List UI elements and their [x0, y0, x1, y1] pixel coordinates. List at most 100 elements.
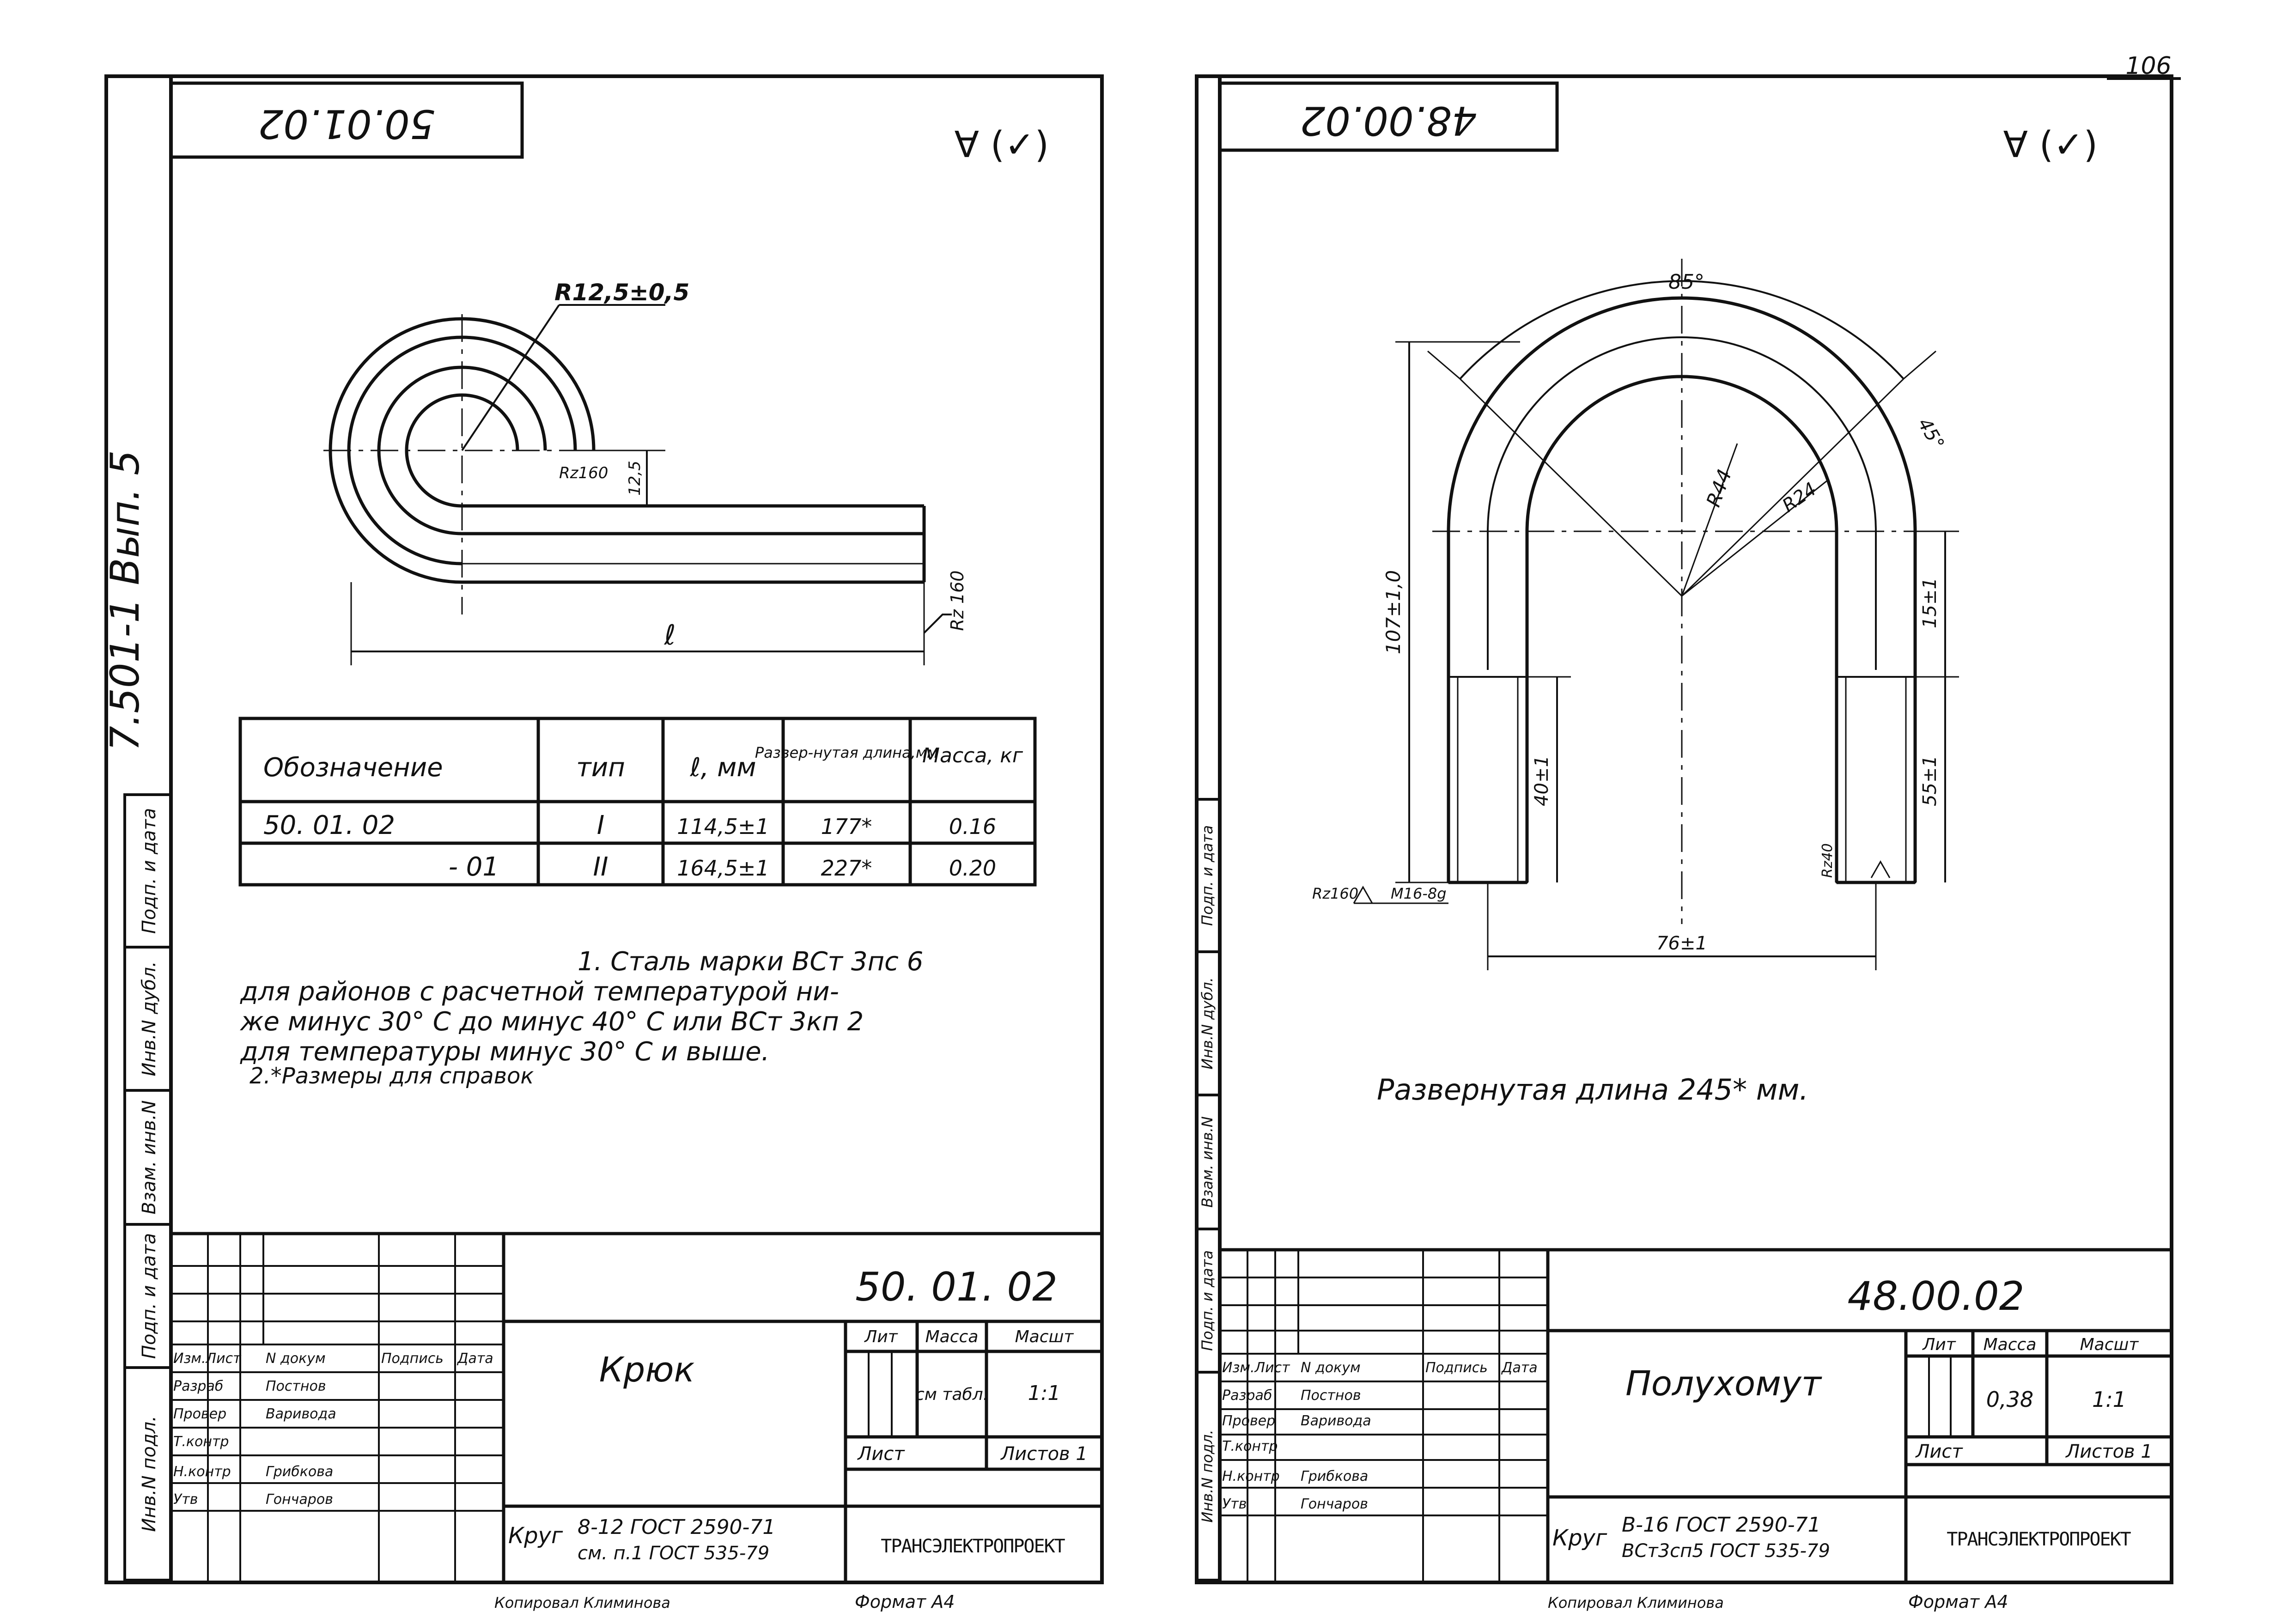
left-tb-name-0: Постнов: [266, 1378, 326, 1394]
right-top-code: 48.00.02: [1300, 97, 1477, 144]
right-side-col-1: Подп. и дата: [1199, 1250, 1216, 1351]
table-row1-type: I: [597, 810, 605, 840]
left-tb-copied: Копировал Климинова: [494, 1594, 670, 1612]
right-sheet: 48.00.02 ∀ (✓) 106: [1195, 52, 2181, 1612]
left-tb-org: ТРАНСЭЛЕКТРОПРОЕКТ: [881, 1536, 1065, 1557]
hook-table: [238, 717, 1037, 887]
right-tb-name: Полухомут: [1625, 1364, 1822, 1404]
side-col-3: Инв.N дубл.: [139, 961, 160, 1076]
right-tb-copied: Копировал Климинова: [1548, 1594, 1724, 1612]
left-tb-code: 50. 01. 02: [855, 1264, 1058, 1310]
clamp-r44: R44: [1702, 466, 1736, 510]
right-roughness-symbol: ∀ (✓): [2003, 124, 2098, 166]
right-tb-role-4: Разраб: [1222, 1387, 1272, 1404]
right-tb-role-3: Дата: [1501, 1360, 1538, 1376]
right-tb-sheet-label: Лист: [1915, 1441, 1963, 1462]
right-side-col-3: Инв.N дубл.: [1199, 977, 1216, 1069]
note-line-5: 2.*Размеры для справок: [249, 1063, 534, 1089]
table-row2-mass: 0.20: [949, 856, 996, 881]
right-tb-name-1: Варивода: [1301, 1413, 1371, 1429]
left-tb-role-6: Т.контр: [173, 1434, 229, 1450]
left-tb-role-5: Провер: [173, 1406, 226, 1422]
right-tb-scale-value: 1:1: [2092, 1387, 2126, 1412]
left-tb-material-prefix: Круг: [508, 1523, 563, 1549]
side-col-4: Подп. и дата: [139, 808, 160, 934]
right-tb-name-0: Постнов: [1301, 1387, 1361, 1404]
hook-thickness-label: 12,5: [626, 461, 644, 496]
clamp-upper-right: 15±1: [1919, 578, 1941, 628]
clamp-drawing: [1353, 259, 1959, 970]
note-line-1: 1. Сталь марки ВСт 3пс 6: [578, 947, 923, 977]
clamp-angle-top: 85°: [1668, 270, 1704, 294]
table-row1-designation: 50. 01. 02: [263, 810, 395, 840]
hook-drawing: [323, 304, 952, 665]
left-tb-name-1: Варивода: [266, 1406, 336, 1422]
left-tb-material-1: 8-12 ГОСТ 2590-71: [578, 1515, 775, 1539]
left-tb-name-2: Грибкова: [266, 1464, 333, 1480]
hook-rz-end: Rz 160: [947, 571, 967, 631]
right-tb-material-prefix: Круг: [1552, 1525, 1607, 1551]
left-tb-material-2: см. п.1 ГОСТ 535-79: [578, 1543, 769, 1564]
left-tb-sheets-label: Листов 1: [1000, 1443, 1088, 1465]
left-tb-sheet-label: Лист: [857, 1443, 905, 1465]
left-top-code: 50.01.02: [258, 101, 435, 147]
note-line-2: для районов с расчетной температурой ни-: [240, 977, 839, 1007]
right-tb-sheets-label: Листов 1: [2065, 1441, 2153, 1462]
right-tb-role-7: Н.контр: [1222, 1468, 1280, 1484]
right-tb-material-1: В-16 ГОСТ 2590-71: [1622, 1513, 1821, 1537]
left-tb-scale-value: 1:1: [1028, 1381, 1061, 1405]
left-sheet: 50.01.02 ∀ (✓) R12,5±0: [104, 74, 1104, 1612]
hook-length-label: ℓ: [664, 619, 676, 651]
right-tb-role-0: Изм.Лист: [1222, 1360, 1290, 1376]
right-tb-role-6: Т.контр: [1222, 1438, 1278, 1454]
table-row2-length: 164,5±1: [677, 856, 769, 881]
right-tb-mass-value: 0,38: [1986, 1387, 2033, 1412]
table-row2-developed: 227*: [821, 856, 872, 881]
right-tb-org: ТРАНСЭЛЕКТРОПРОЕКТ: [1947, 1529, 2131, 1550]
table-row1-mass: 0.16: [949, 814, 996, 839]
table-row2-designation: - 01: [449, 852, 499, 882]
clamp-rz-right: Rz40: [1819, 843, 1836, 878]
right-margin-stamp: [1195, 798, 1221, 1581]
left-tb-name: Крюк: [599, 1350, 695, 1390]
table-row1-developed: 177*: [821, 814, 872, 839]
right-side-col-4: Подп. и дата: [1199, 825, 1216, 926]
margin-stamp: 7.501-1 Вып. 5 Подп. и дата Инв.N дубл. …: [102, 450, 172, 1581]
right-tb-code: 48.00.02: [1848, 1273, 2025, 1320]
table-row1-length: 114,5±1: [677, 814, 769, 839]
clamp-angle-right: 45°: [1913, 414, 1948, 453]
left-roughness-symbol: ∀ (✓): [955, 124, 1049, 166]
clamp-r24: R24: [1778, 478, 1820, 517]
clamp-thread-left: 40±1: [1531, 755, 1552, 806]
right-side-col-0: Инв.N подл.: [1199, 1429, 1216, 1522]
left-tb-name-3: Гончаров: [266, 1491, 333, 1508]
right-tb-role-1: N докум: [1301, 1360, 1361, 1376]
left-tb-scale-label: Масшт: [1015, 1327, 1074, 1346]
right-tb-lit-label: Лит: [1922, 1335, 1956, 1354]
left-tb-mass-value: см табл.: [915, 1385, 988, 1404]
side-stamp-label: 7.501-1 Вып. 5: [102, 450, 148, 751]
clamp-rz-left: Rz160: [1312, 885, 1358, 902]
right-tb-role-8: Утв: [1222, 1496, 1247, 1512]
clamp-width: 76±1: [1656, 933, 1707, 954]
left-tb-role-7: Н.контр: [173, 1464, 231, 1480]
note-line-4: для температуры минус 30° С и выше.: [240, 1037, 769, 1067]
clamp-developed-length: Развернутая длина 245* мм.: [1377, 1073, 1808, 1107]
side-col-2: Взам. инв.N: [139, 1100, 160, 1214]
right-side-col-2: Взам. инв.N: [1199, 1116, 1216, 1208]
left-tb-lit-label: Лит: [864, 1327, 898, 1346]
right-tb-name-3: Гончаров: [1301, 1496, 1368, 1512]
left-tb-role-3: Дата: [456, 1350, 493, 1367]
right-tb-scale-label: Масшт: [2080, 1335, 2139, 1354]
right-tb-name-2: Грибкова: [1301, 1468, 1368, 1484]
hook-notes: 1. Сталь марки ВСт 3пс 6 для районов с р…: [239, 947, 923, 1089]
left-tb-role-0: Изм.Лист: [173, 1350, 242, 1367]
right-tb-mass-label: Масса: [1984, 1335, 2037, 1354]
hook-radius-label: R12,5±0,5: [554, 279, 689, 306]
right-tb-role-5: Провер: [1222, 1413, 1275, 1429]
table-header-developed: Развер-нутая длина,мм: [755, 744, 938, 761]
left-tb-role-4: Разраб: [173, 1378, 223, 1394]
clamp-thread-right: 55±1: [1919, 755, 1941, 806]
right-tb-material-2: ВСт3сп5 ГОСТ 535-79: [1622, 1540, 1830, 1562]
